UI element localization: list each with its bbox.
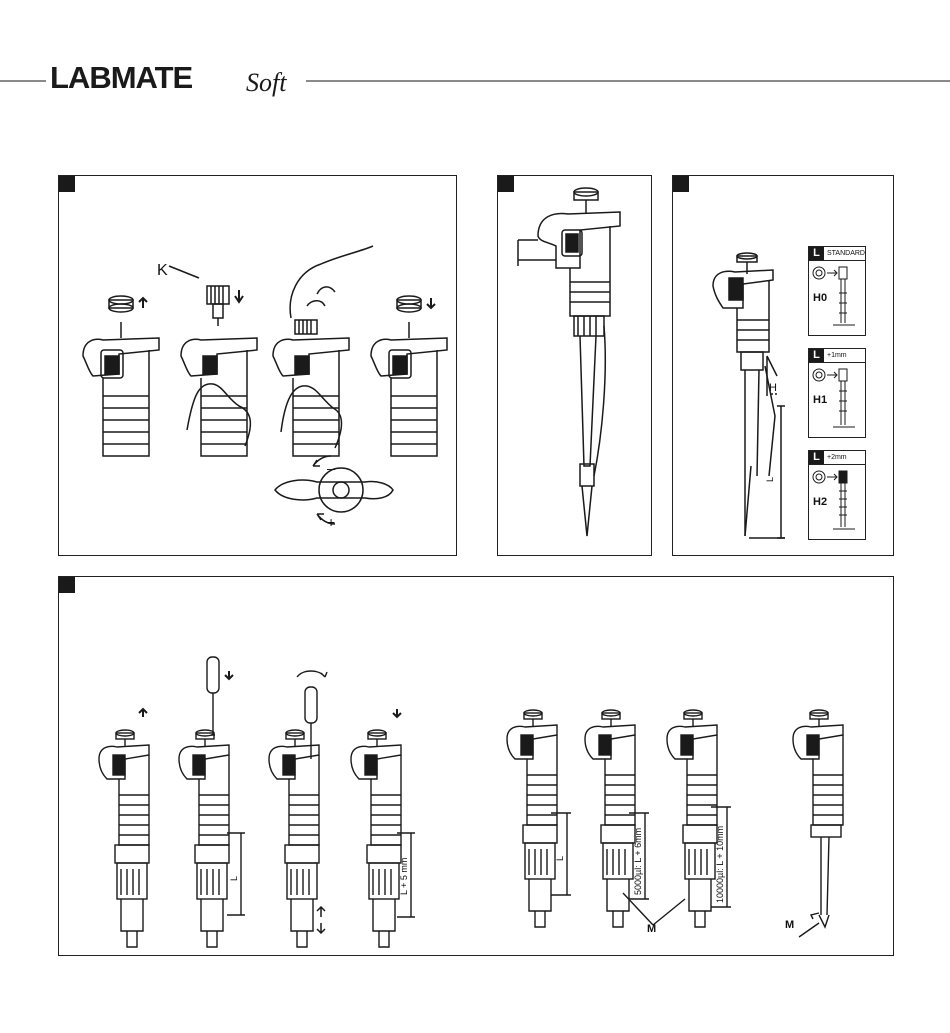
panel-tip-pipette-illustration <box>498 176 651 555</box>
inset-plus-1mm: L +1mm H1 <box>808 348 866 438</box>
inset-code: H2 <box>813 496 827 508</box>
label-5000ul: 5000µl: L + 6mm <box>633 828 643 895</box>
inset-code: H1 <box>813 394 827 406</box>
panel-volume-adjust-illustration <box>59 176 456 555</box>
panel-ejector-adjust: L L + 5 mm L 5000µl: L + 6mm 10000µl: L … <box>58 576 894 956</box>
label-l-plus-5mm: L + 5 mm <box>399 858 409 895</box>
panel-volume-adjust: K – + <box>58 175 457 556</box>
label-l: L <box>765 477 775 482</box>
label-h: H <box>769 382 777 394</box>
screwdriver <box>207 657 233 735</box>
header-rule-right <box>306 80 950 82</box>
panel-tip-ejector-height: H L L STANDARD H0 L +1mm <box>672 175 894 556</box>
label-m: M <box>647 923 656 935</box>
pipette-body <box>273 320 349 456</box>
brand-suffix: Soft <box>246 68 286 98</box>
label-l-dimension: L <box>229 876 239 881</box>
brand-logo: LABMATE Soft <box>50 54 310 98</box>
label-10000ul: 10000µl: L + 10mm <box>715 826 725 903</box>
panel-ejector-adjust-illustration <box>59 577 893 955</box>
pipette-body <box>181 338 257 456</box>
panel-tip-pipette <box>497 175 652 556</box>
label-k: K <box>157 262 168 280</box>
hand <box>281 386 342 448</box>
knob <box>397 296 435 312</box>
pipette-body <box>371 322 447 456</box>
brand-wordmark: LABMATE <box>50 60 192 96</box>
inset-code: H0 <box>813 292 827 304</box>
key-tool <box>169 266 243 326</box>
header-rule-left <box>0 80 46 82</box>
label-l-dimension-b: L <box>555 856 565 861</box>
inset-standard: L STANDARD H0 <box>808 246 866 336</box>
sign-plus: + <box>327 514 335 530</box>
label-m-tip: M <box>785 919 794 931</box>
knob <box>109 296 147 312</box>
sign-minus: – <box>327 460 335 476</box>
hand-upper <box>290 246 373 318</box>
hand <box>187 384 250 446</box>
pipette-body <box>83 322 159 456</box>
inset-plus-2mm: L +2mm H2 <box>808 450 866 540</box>
